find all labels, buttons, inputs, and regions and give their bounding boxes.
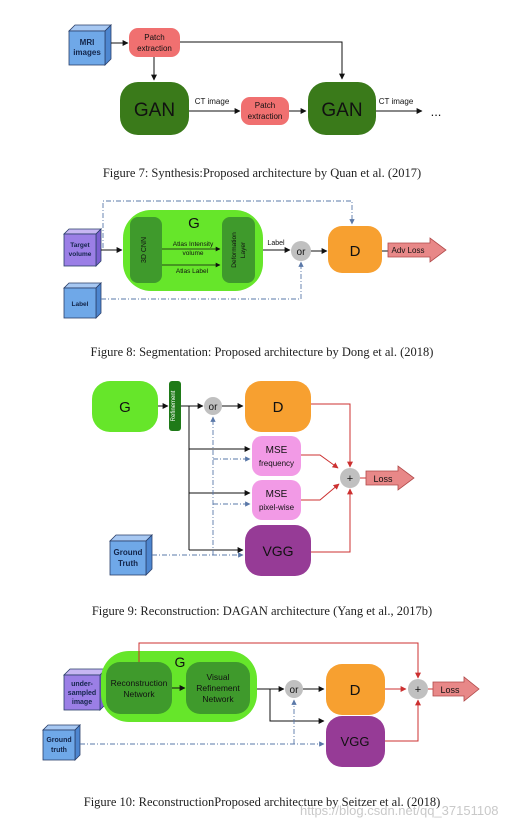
adv-loss-arrow [387, 237, 447, 263]
figure-8: Target volume Label G 3D CNN Deformation… [63, 200, 447, 319]
visual-refinement-line2: Refinement [196, 683, 240, 693]
loss-arrow [432, 676, 480, 702]
patch-extraction-1 [129, 28, 180, 57]
discriminator-d-label: D [350, 243, 361, 260]
sum-label: + [415, 684, 421, 696]
mri-images-line2: images [73, 48, 101, 57]
vgg-block [326, 716, 385, 767]
ct-image-label-1: CT image [195, 97, 230, 106]
loss-label: Loss [373, 474, 393, 484]
or-node [204, 397, 222, 415]
sum-node [408, 679, 428, 699]
figure-9: G Refinement or D MSE frequency MSE pixe… [92, 381, 415, 576]
cnn-label: 3D CNN [141, 237, 148, 263]
mse-pixel-line1: MSE [266, 489, 288, 500]
label-input-text: Label [72, 301, 89, 308]
generator-g-label: G [175, 654, 186, 670]
refinement-label: Refinement [171, 390, 177, 421]
reconstruction-line1: Reconstruction [111, 678, 168, 688]
adv-loss-label: Adv Loss [392, 246, 425, 255]
mse-pixel-wise [252, 480, 301, 520]
mse-frequency-line1: MSE [266, 445, 288, 456]
mri-images-line1: MRI [80, 38, 95, 47]
or-label: or [209, 402, 219, 413]
patch-extraction-1-line1: Patch [144, 33, 164, 42]
target-volume-box: Target volume [63, 228, 102, 267]
mri-images-box: MRI images [68, 24, 112, 66]
vgg-label: VGG [262, 543, 293, 559]
undersampled-line2: sampled [68, 690, 96, 697]
ground-truth-line1: Ground [114, 548, 143, 557]
gan-2-label: GAN [321, 100, 362, 121]
ct-image-label-2: CT image [379, 97, 414, 106]
discriminator-d [326, 664, 385, 715]
loss-arrow [365, 465, 415, 491]
gan-1 [120, 82, 189, 135]
vgg-label: VGG [341, 734, 370, 749]
undersampled-image-box: under- sampled image [63, 668, 107, 711]
figure-9-caption: Figure 9: Reconstruction: DAGAN architec… [91, 604, 433, 618]
discriminator-d [328, 226, 382, 273]
atlas-label-text: Atlas Label [176, 268, 209, 275]
ground-truth-box: Ground truth [42, 724, 81, 761]
ground-truth-box: Ground Truth [109, 534, 153, 576]
deformation-line1: Deformation [231, 232, 238, 268]
target-volume-line1: Target [70, 242, 90, 249]
deformation-block [222, 217, 255, 283]
gan-2 [308, 82, 376, 135]
figure-7-caption: Figure 7: Synthesis:Proposed architectur… [102, 166, 422, 180]
label-edge-text: Label [267, 240, 285, 247]
patch-extraction-2 [241, 97, 289, 125]
deformation-line2: Layer [240, 241, 247, 258]
sum-node [340, 468, 360, 488]
or-node [285, 680, 303, 698]
visual-refinement-line3: Network [202, 694, 234, 704]
undersampled-line3: image [72, 699, 92, 706]
cnn-block [130, 217, 162, 283]
patch-extraction-2-line2: extraction [248, 112, 283, 121]
generator-g-label: G [119, 399, 131, 416]
mse-pixel-line2: pixel-wise [259, 503, 295, 512]
or-label: or [290, 685, 300, 696]
generator-g [92, 381, 158, 432]
or-label: or [297, 247, 307, 258]
target-volume-line2: volume [69, 251, 92, 258]
watermark: https://blog.csdn.net/qq_37151108 [300, 803, 499, 818]
ground-truth-line2: Truth [118, 559, 138, 568]
ellipsis: ... [431, 104, 442, 119]
atlas-intensity-line2: volume [183, 250, 204, 257]
atlas-intensity-line1: Atlas Intensity [173, 241, 214, 248]
figure-8-caption: Figure 8: Segmentation: Proposed archite… [90, 345, 434, 359]
figure-7: MRI images Patch extraction GAN CT image… [68, 24, 442, 135]
visual-refinement-network [186, 662, 250, 714]
ground-truth-line1: Ground [46, 737, 71, 744]
gan-1-label: GAN [134, 100, 175, 121]
discriminator-d-label: D [273, 399, 284, 416]
sum-label: + [347, 473, 353, 485]
vgg-block [245, 525, 311, 576]
reconstruction-network [106, 662, 172, 714]
patch-extraction-1-line2: extraction [137, 44, 172, 53]
mse-frequency-line2: frequency [259, 459, 294, 468]
visual-refinement-line1: Visual [207, 672, 230, 682]
figure-10-caption: Figure 10: ReconstructionProposed archit… [83, 795, 441, 809]
ground-truth-line2: truth [51, 747, 67, 754]
refinement-block [169, 381, 181, 431]
or-node [291, 241, 311, 261]
mse-frequency [252, 436, 301, 476]
generator-g-label: G [188, 215, 200, 232]
discriminator-d-label: D [350, 682, 361, 699]
undersampled-line1: under- [71, 681, 93, 688]
patch-extraction-2-line1: Patch [255, 101, 275, 110]
label-input-box: Label [63, 282, 102, 319]
discriminator-d [245, 381, 311, 432]
figure-10: under- sampled image G Reconstruction Ne… [42, 642, 480, 767]
loss-label: Loss [440, 685, 460, 695]
reconstruction-line2: Network [123, 689, 155, 699]
